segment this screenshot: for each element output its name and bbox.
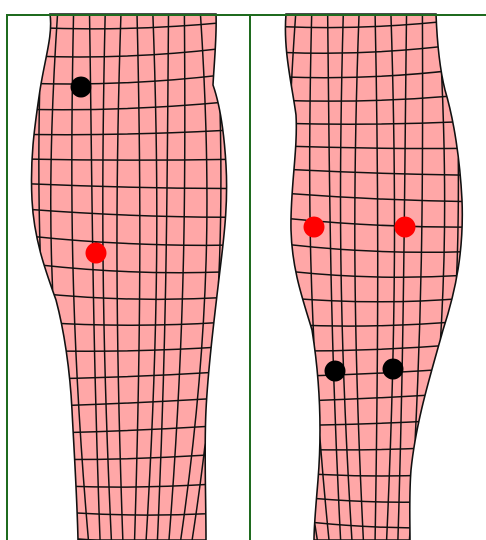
red-marker-dot — [395, 217, 416, 238]
black-marker-dot — [383, 359, 404, 380]
back-leg-panel — [274, 10, 476, 540]
red-marker-dot — [304, 217, 325, 238]
black-marker-dot — [325, 361, 346, 382]
red-marker-dot — [86, 243, 107, 264]
black-marker-dot — [71, 77, 92, 98]
front-leg-panel — [20, 10, 238, 540]
front-leg-mesh — [31, 14, 226, 540]
